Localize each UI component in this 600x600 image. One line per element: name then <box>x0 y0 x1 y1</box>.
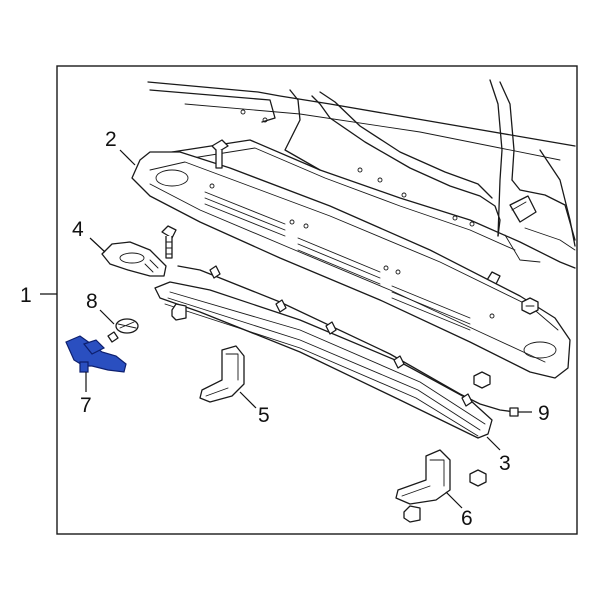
part-7-highlighted-bracket <box>65 335 127 373</box>
callout-6: 6 <box>461 507 473 530</box>
callout-4: 4 <box>72 218 84 241</box>
vehicle-body <box>147 79 576 285</box>
leader-4 <box>89 237 106 253</box>
leader-2 <box>119 149 136 166</box>
callout-9: 9 <box>538 402 550 425</box>
leader-8 <box>99 309 115 325</box>
part-2-running-board-pad <box>131 151 571 379</box>
bolt-left <box>161 225 177 259</box>
leader-3 <box>486 436 501 451</box>
bolt-top <box>211 139 229 169</box>
leader-lines <box>40 149 532 509</box>
callout-7: 7 <box>80 394 92 417</box>
grommet-bottom <box>403 505 421 523</box>
fastener-right-middle <box>473 371 491 389</box>
fastener-right-lower <box>469 469 487 487</box>
callout-labels: 1 2 3 4 5 6 7 8 9 <box>20 128 550 530</box>
callout-1: 1 <box>20 284 32 307</box>
diagram-frame <box>56 65 578 535</box>
part-8-bushing <box>107 318 139 343</box>
callout-5: 5 <box>258 404 270 427</box>
part-9-wire-harness <box>177 265 519 417</box>
fastener-right-upper <box>521 297 539 315</box>
part-3-step-rail <box>154 281 493 439</box>
leader-6 <box>445 491 463 509</box>
part-4-end-cap <box>101 241 167 277</box>
callout-2: 2 <box>105 128 117 151</box>
part-6-bracket <box>395 449 451 505</box>
leader-5 <box>239 391 257 409</box>
grommet-center <box>171 303 187 321</box>
callout-3: 3 <box>499 452 511 475</box>
callout-8: 8 <box>86 290 98 313</box>
part-5-bracket <box>199 345 245 403</box>
